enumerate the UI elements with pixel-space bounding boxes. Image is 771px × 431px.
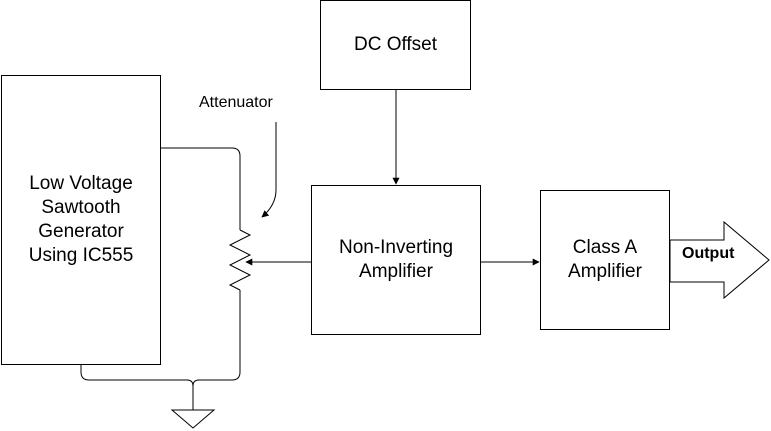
ground-symbol xyxy=(170,409,216,429)
pot-to-ground-wire xyxy=(199,290,241,381)
class-a-amplifier-block: Class A Amplifier xyxy=(540,190,670,330)
attenuator-label: Attenuator xyxy=(199,94,273,111)
attenuator-pointer xyxy=(261,122,277,218)
ground-drop-wire xyxy=(186,379,200,410)
generator-to-pot-wire xyxy=(160,147,241,230)
non-inverting-amplifier-block: Non-Inverting Amplifier xyxy=(311,185,481,335)
potentiometer-resistor xyxy=(228,229,252,291)
sawtooth-generator-block: Low Voltage Sawtooth Generator Using IC5… xyxy=(1,75,161,365)
dc-offset-block: DC Offset xyxy=(320,0,471,90)
output-label: Output xyxy=(682,245,735,262)
generator-to-ground-wire xyxy=(80,365,187,381)
output-arrow xyxy=(669,220,770,300)
